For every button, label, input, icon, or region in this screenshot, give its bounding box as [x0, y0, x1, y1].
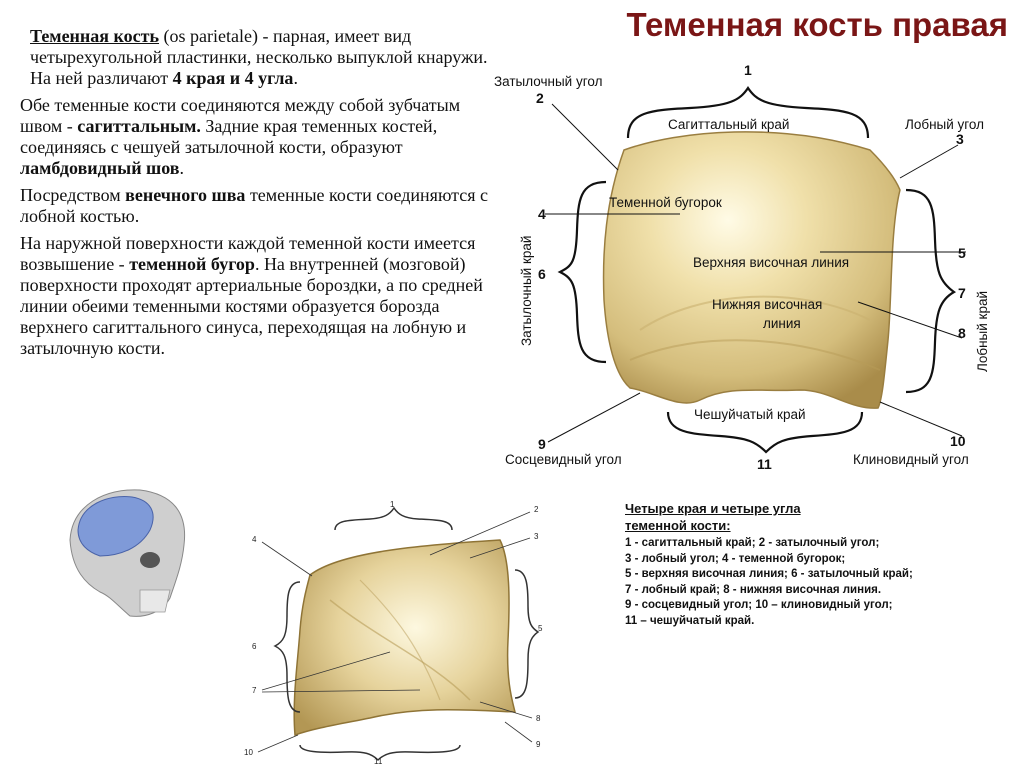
- inner-number-6: 6: [252, 642, 257, 651]
- legend-line: 9 - сосцевидный угол; 10 – клиновидный у…: [625, 599, 893, 611]
- legend-line: 1 - сагиттальный край; 2 - затылочный уг…: [625, 537, 880, 549]
- number-4: 4: [538, 206, 546, 222]
- latin-name: (os parietale): [159, 26, 258, 46]
- inner-number-11: 11: [374, 757, 383, 766]
- skull-icon: [69, 489, 186, 617]
- squamous-shading: [629, 339, 881, 371]
- inner-bracket-left: [273, 581, 301, 713]
- label-frontal-angle: Лобный угол: [905, 117, 985, 132]
- inner-number-4: 4: [252, 535, 257, 544]
- label-sphenoid-angle: Клиновидный угол: [853, 452, 969, 467]
- label-inferior-temporal: Нижняя височная: [712, 297, 823, 312]
- label-sagittal-edge: Сагиттальный край: [668, 117, 790, 132]
- leader-occipital-angle: [551, 103, 619, 171]
- inner-number-3: 3: [534, 532, 539, 541]
- legend-heading-2: теменной кости:: [625, 518, 731, 533]
- inner-leader-2: [429, 511, 531, 556]
- inner-groove-2: [359, 579, 441, 701]
- legend-line: 5 - верхняя височная линия; 6 - затылочн…: [625, 568, 913, 580]
- label-superior-temporal: Верхняя височная линия: [693, 255, 850, 270]
- label-frontal-edge: Лобный край: [975, 290, 990, 372]
- inner-number-10: 10: [244, 748, 253, 757]
- inner-leader-4: [261, 541, 313, 577]
- inner-number-2: 2: [534, 505, 539, 514]
- leader-frontal-angle: [899, 144, 959, 179]
- label-mastoid-angle: Сосцевидный угол: [505, 452, 622, 467]
- inner-leader-7b: [261, 689, 421, 693]
- number-6: 6: [538, 266, 546, 282]
- label-parietal-tuber: Теменной бугорок: [609, 195, 722, 210]
- label-occipital-edge: Затылочный край: [519, 235, 534, 346]
- label-occipital-angle: Затылочный угол: [494, 74, 603, 89]
- inner-leader-3: [469, 537, 531, 559]
- label-squamous-edge: Чешуйчатый край: [694, 407, 806, 422]
- temporal-line-shading: [639, 295, 871, 331]
- inner-leader-7a: [261, 651, 391, 691]
- page-title: Теменная кость правая: [626, 6, 1008, 43]
- bracket-occipital-edge: [557, 180, 607, 364]
- inner-bracket-bottom: [299, 744, 461, 762]
- legend-line: 3 - лобный угол; 4 - теменной бугорок;: [625, 552, 846, 565]
- inner-leader-10: [257, 734, 299, 753]
- legend-heading-1: Четыре края и четыре угла: [625, 501, 801, 516]
- legend-line: 11 – чешуйчатый край.: [625, 614, 755, 627]
- inner-number-8: 8: [536, 714, 541, 723]
- inner-number-1: 1: [390, 500, 395, 509]
- paragraph-2: Обе теменные кости соединяются между соб…: [20, 95, 461, 178]
- inner-number-7: 7: [252, 686, 257, 695]
- number-1: 1: [744, 62, 752, 78]
- inner-bracket-right: [514, 569, 540, 699]
- inner-groove: [329, 599, 471, 701]
- leader-mastoid-angle: [547, 392, 641, 443]
- parietal-bone-inner-shape: [293, 539, 516, 737]
- inner-number-5: 5: [538, 624, 543, 633]
- paragraph-3: Посредством венечного шва теменные кости…: [20, 185, 489, 226]
- inner-leader-9: [504, 721, 533, 743]
- leader-inferior-temporal: [857, 301, 963, 339]
- number-8: 8: [958, 325, 966, 341]
- number-11: 11: [757, 456, 772, 472]
- label-inferior-temporal-line2: линия: [763, 316, 801, 331]
- paragraph-4: На наружной поверхности каждой теменной …: [20, 233, 483, 358]
- term-parietal-bone: Теменная кость: [30, 26, 160, 46]
- legend: Четыре края и четыре угла теменной кости…: [625, 500, 1015, 629]
- leader-sphenoid-angle: [879, 401, 963, 437]
- number-3: 3: [956, 131, 964, 147]
- parietal-bone-shape: [602, 131, 901, 409]
- bracket-squamous-edge: [666, 411, 864, 454]
- number-2: 2: [536, 90, 544, 106]
- bracket-frontal-edge: [905, 188, 957, 394]
- legend-line: 7 - лобный край; 8 - нижняя височная лин…: [625, 583, 882, 596]
- description-text: Теменная кость (os parietale) - парная, …: [20, 26, 490, 365]
- number-7: 7: [958, 285, 966, 301]
- inner-number-9: 9: [536, 740, 541, 749]
- paragraph-1: Теменная кость (os parietale) - парная, …: [30, 26, 488, 88]
- inner-bracket-top: [334, 506, 453, 531]
- bracket-sagittal-edge: [626, 86, 870, 139]
- number-9: 9: [538, 436, 546, 452]
- inner-leader-8: [479, 701, 533, 719]
- number-10: 10: [950, 433, 966, 449]
- number-5: 5: [958, 245, 966, 261]
